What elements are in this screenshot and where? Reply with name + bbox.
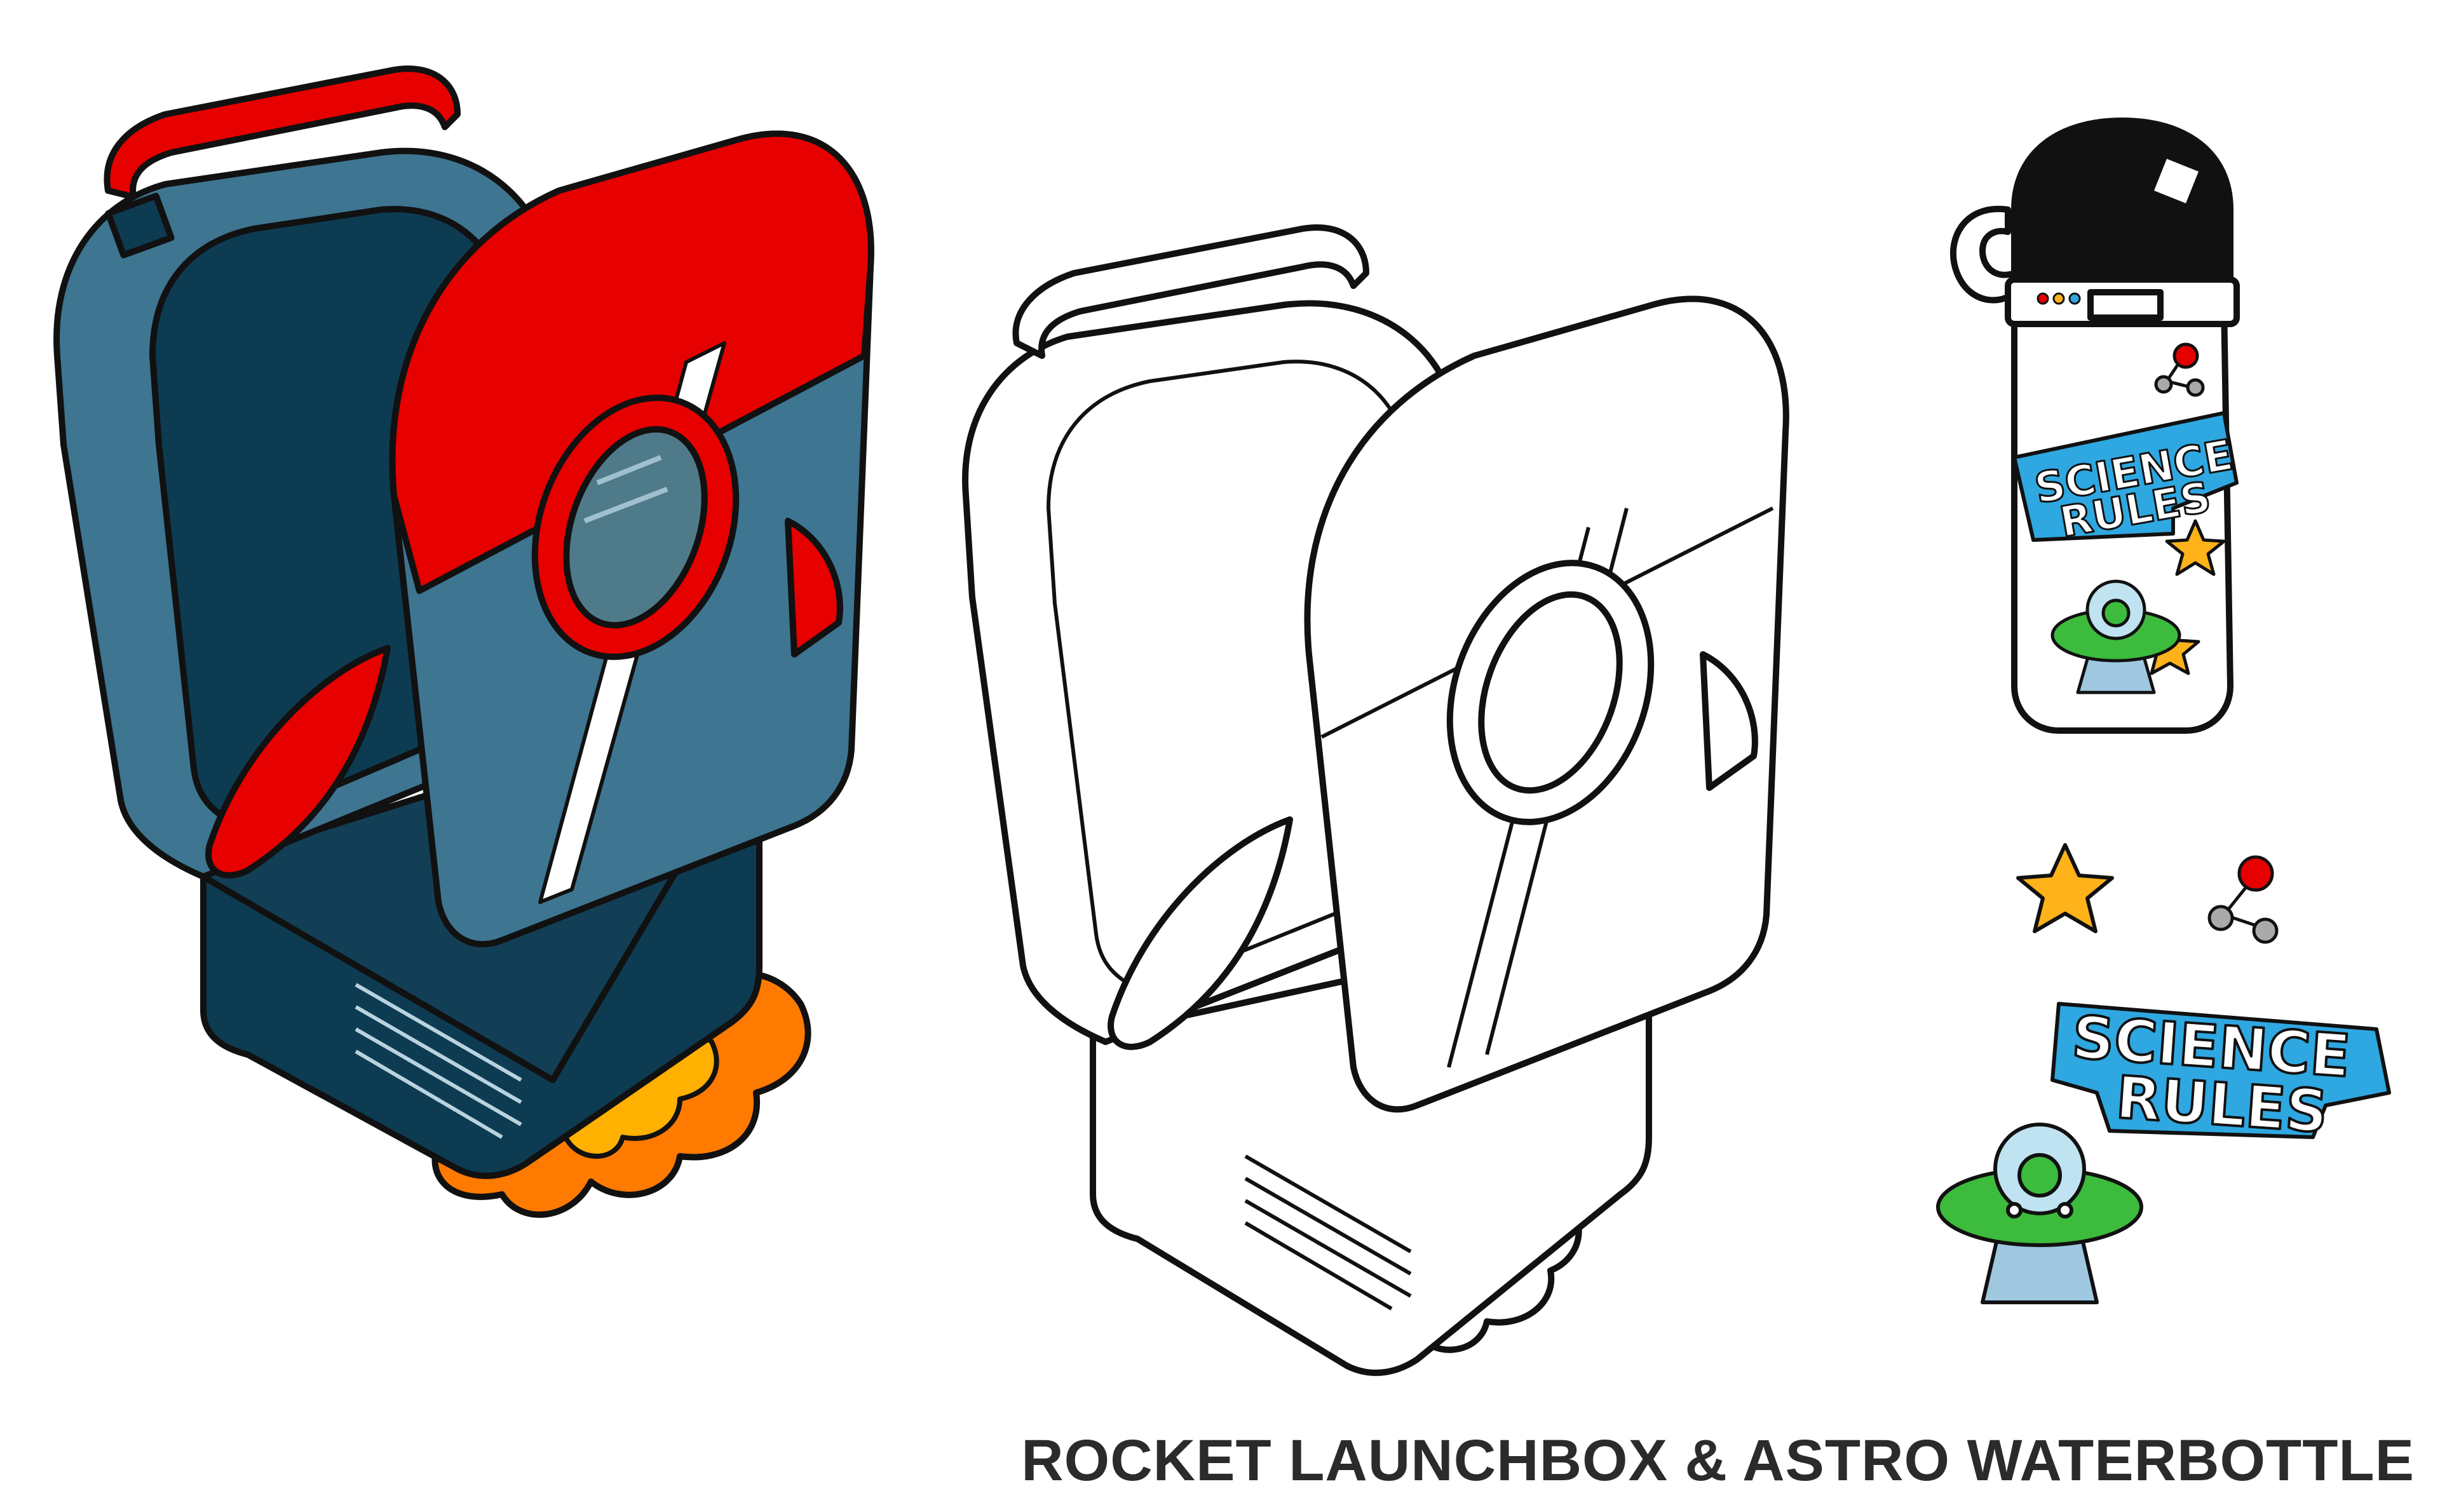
lineart-handle [1012, 224, 1369, 359]
bottle-star-sticker-upper [2165, 519, 2226, 576]
lineart-base-lines [1244, 1154, 1412, 1311]
loose-science-rules-sticker [2050, 1002, 2391, 1139]
loose-sticker-line2: RULES [2114, 1063, 2330, 1146]
lineart-rocket-launchbox [962, 224, 1789, 1376]
bottle-light-blue [2068, 292, 2081, 305]
bottle-molecule-sticker [2154, 342, 2205, 397]
caption-title: ROCKET LAUNCHBOX & ASTRO WATERBOTTLE [1021, 1428, 2415, 1493]
bottle-light-yellow [2052, 292, 2065, 305]
rocket-porthole-shine [583, 455, 668, 523]
rocket-porthole-glass [563, 426, 708, 629]
rocket-handle-clip-left [105, 192, 175, 259]
rocket-base-lines [355, 983, 522, 1139]
loose-ufo-sticker [1936, 1123, 2143, 1304]
bottle-science-rules-sticker [2012, 411, 2239, 542]
lineart-fin-left [1108, 816, 1293, 1050]
lineart-fin-right [1700, 651, 1758, 791]
bottle-light-red [2037, 292, 2049, 305]
loose-molecule-sticker [2207, 855, 2279, 944]
rocket-lid-red-top [389, 130, 874, 594]
lineart-porthole-glass [1478, 591, 1623, 794]
rocket-fin-left [205, 645, 391, 879]
bottle-collar-plate [2087, 289, 2164, 321]
loose-stickers: SCIENCE RULES [1936, 843, 2391, 1304]
rocket-fin-right [785, 518, 843, 658]
loose-star-sticker [2016, 843, 2114, 933]
colored-rocket-launchbox [53, 65, 874, 1218]
bottle-helmet-shine [2154, 159, 2199, 203]
rocket-handle [104, 65, 461, 200]
astro-waterbottle: SCIENCE RULES [1949, 118, 2240, 734]
bottle-ufo-sticker [2050, 579, 2181, 694]
